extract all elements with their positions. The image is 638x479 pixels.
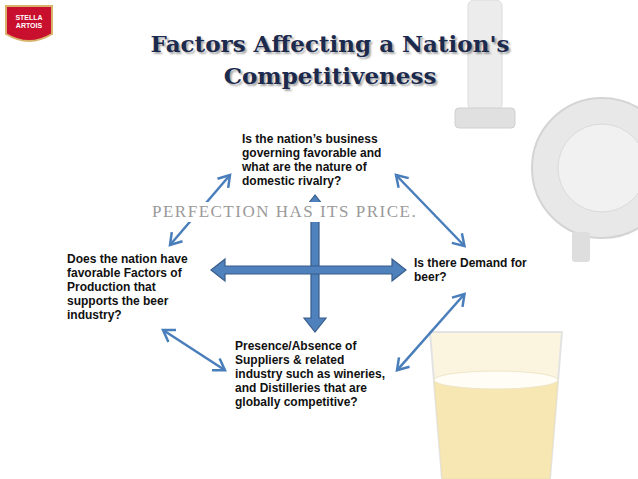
tap-body-ring <box>558 124 638 212</box>
beer-glass <box>430 332 562 479</box>
arrow-head <box>212 358 225 370</box>
arrow-head <box>170 232 183 245</box>
factor-text-block: Is the nation’s business governing favor… <box>240 130 390 190</box>
tap-collar <box>455 108 515 128</box>
beer-foam <box>434 371 558 389</box>
factor-question: Is there Demand for beer? <box>414 256 560 284</box>
factor-question: Is the nation’s business governing favor… <box>242 132 388 188</box>
block-arrow <box>211 259 406 281</box>
watermark: PERFECTION HAS ITS PRICE. <box>150 202 419 222</box>
arrow-head <box>452 233 465 246</box>
factor-text-block: Does the nation have favorable Factors o… <box>65 250 205 324</box>
beer <box>434 382 558 479</box>
double-arrow <box>163 330 225 370</box>
tap-spout <box>572 232 590 262</box>
arrow-head <box>163 330 176 342</box>
block-arrow-shape <box>211 259 406 281</box>
tap-body <box>532 98 638 238</box>
factor-question: Presence/Absence of Suppliers & related … <box>235 339 391 409</box>
double-arrow <box>397 294 465 370</box>
arrow-line <box>163 330 225 370</box>
slide-title: Factors Affecting a Nation's Competitive… <box>90 28 570 92</box>
arrow-head <box>452 294 465 307</box>
brand-logo <box>6 6 52 41</box>
brand-name: STELLA ARTOIS <box>7 14 51 30</box>
factor-text-block: Presence/Absence of Suppliers & related … <box>233 337 393 411</box>
factor-question: Does the nation have favorable Factors o… <box>67 252 203 322</box>
arrow-head <box>397 357 410 370</box>
arrow-head <box>218 175 231 188</box>
arrow-line <box>397 294 465 370</box>
arrow-head <box>396 175 409 188</box>
factor-text-block: Is there Demand for beer? <box>412 254 562 286</box>
